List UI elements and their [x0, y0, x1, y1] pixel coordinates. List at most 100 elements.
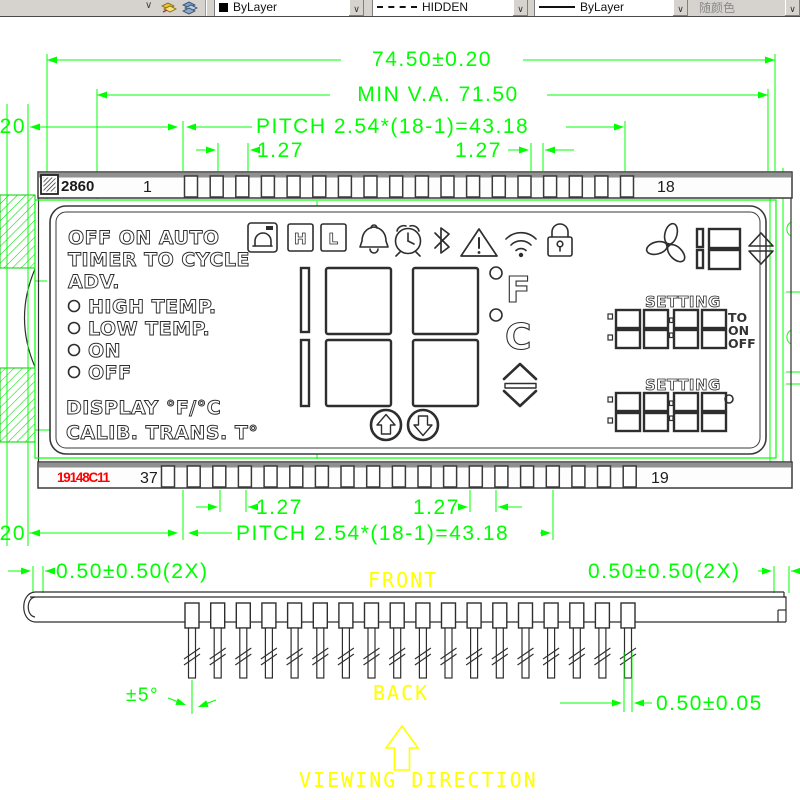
pin-break-mark	[388, 653, 406, 666]
layer-tool-icon-1[interactable]	[160, 0, 178, 15]
unit-f: F	[506, 270, 531, 311]
lcd-mode-line-3: ADV.	[68, 271, 120, 293]
glass-bar	[23, 591, 787, 623]
side-pin-shoulder	[569, 602, 585, 629]
side-pin-shoulder	[184, 602, 200, 629]
auto-mode-icon	[247, 222, 278, 253]
linetype-control[interactable]: HIDDEN ∨	[372, 0, 528, 16]
chevron-down-icon[interactable]: ∨	[513, 0, 528, 16]
seven-seg-digit	[642, 308, 670, 330]
pin-break-mark	[286, 647, 303, 660]
side-pin-shoulder	[338, 602, 354, 629]
dim-edge-cut-top: 20	[0, 115, 26, 138]
lcd-bezel-inner	[55, 211, 761, 449]
timer-off: OFF	[728, 336, 756, 351]
dimension-arrow-icon	[175, 698, 186, 705]
bluetooth-icon	[434, 227, 450, 254]
dimension-arrow-icon	[198, 700, 209, 707]
pin-pad-top	[491, 175, 507, 198]
stamp-number: 2860	[61, 178, 94, 195]
pin-pad-top	[286, 175, 301, 198]
pin-break-mark	[337, 653, 355, 666]
lcd-footer-1: DISPLAY °F/°C	[66, 397, 221, 419]
dimension-arrow-icon	[21, 567, 31, 575]
pin-pad-bottom	[263, 465, 278, 488]
degree-icon	[489, 308, 503, 322]
dimension-arrow-icon	[30, 529, 40, 537]
layer-tool-icon-2[interactable]	[181, 0, 199, 15]
seven-seg-digit	[614, 411, 642, 433]
solid-linetype-icon	[539, 6, 575, 8]
side-pin-shoulder	[620, 602, 636, 629]
pin-pad-top	[517, 175, 532, 198]
side-pin-shoulder	[209, 602, 226, 629]
seven-seg-digit	[700, 308, 728, 330]
seven-seg-digit	[672, 411, 700, 433]
colon-dot	[668, 400, 674, 407]
main-digit-display	[299, 266, 480, 408]
lineweight-control[interactable]: ByLayer ∨	[534, 0, 688, 16]
chevron-down-icon: ∨	[785, 0, 800, 16]
dim-half-pitch-bottom-left: 1.27	[256, 496, 303, 519]
wifi-icon	[505, 231, 537, 258]
dimension-arrow-icon	[612, 699, 622, 707]
pin-break-mark	[183, 653, 201, 666]
pin-break-mark	[209, 647, 227, 660]
pin-break-mark	[363, 647, 380, 660]
dim-half-pitch-bottom-right: 1.27	[413, 496, 460, 519]
dimension-arrow-icon	[250, 146, 260, 154]
pin-pad-bottom	[365, 465, 381, 488]
chevron-down-icon[interactable]: ∨	[673, 0, 688, 16]
pin-break-mark	[286, 653, 303, 666]
left-section-cut	[0, 194, 36, 443]
dimension-arrow-icon	[186, 123, 196, 131]
seven-seg-digit	[614, 328, 642, 350]
stamp-hatch-icon	[43, 177, 56, 192]
unit-indicators: F C	[489, 266, 532, 359]
dimension-arrow-icon	[206, 146, 216, 154]
color-control[interactable]: ByLayer ∨	[214, 0, 364, 16]
front-label: FRONT	[368, 568, 438, 592]
lcd-status-on: ON	[88, 340, 121, 362]
pin-pad-top	[465, 175, 481, 198]
seg-marker	[607, 313, 614, 320]
updown-buttons	[369, 408, 440, 442]
seven-seg-digit	[672, 391, 700, 413]
pin-break-mark	[260, 653, 278, 666]
pin-label-18: 18	[657, 179, 675, 196]
dimension-arrow-icon	[545, 146, 555, 154]
chevron-down-icon[interactable]: ∨	[145, 0, 153, 11]
dimension-arrow-icon	[541, 529, 551, 537]
pin-pad-top	[568, 175, 584, 198]
dim-pin-thickness: 0.50±0.05	[656, 692, 763, 715]
dimension-arrow-icon	[168, 123, 178, 131]
pin-break-mark	[568, 647, 586, 660]
chevron-down-icon[interactable]: ∨	[349, 0, 364, 16]
pin-break-mark	[619, 653, 637, 666]
dim-half-pitch-top-right: 1.27	[455, 139, 502, 162]
side-pin-shoulder	[235, 602, 252, 629]
pin-break-mark	[542, 647, 560, 660]
pin-pad-top	[183, 175, 199, 198]
status-indicator-circles	[67, 299, 81, 379]
dimension-extension-lines	[6, 54, 800, 546]
pin-pad-bottom	[596, 465, 612, 488]
pin-break-mark	[594, 653, 611, 666]
side-pin-shoulder	[517, 602, 534, 629]
up-button-icon	[369, 408, 403, 442]
side-pin-shoulder	[415, 602, 431, 629]
setting-timer-display: SETTING TO ON OFF	[607, 293, 756, 351]
dimension-arrow-icon	[758, 91, 768, 99]
pin-break-mark	[465, 647, 483, 660]
bell-icon	[359, 224, 389, 254]
dimension-arrow-icon	[791, 567, 800, 575]
pin-break-mark	[337, 647, 355, 660]
dim-pitch-top: PITCH 2.54*(18-1)=43.18	[256, 115, 529, 138]
pin-break-mark	[260, 647, 278, 660]
dashed-linetype-icon	[377, 6, 417, 8]
pin-break-mark	[311, 653, 329, 666]
pin-break-mark	[234, 647, 252, 660]
timer-to: TO	[728, 310, 747, 325]
dimension-arrow-icon	[498, 503, 508, 511]
